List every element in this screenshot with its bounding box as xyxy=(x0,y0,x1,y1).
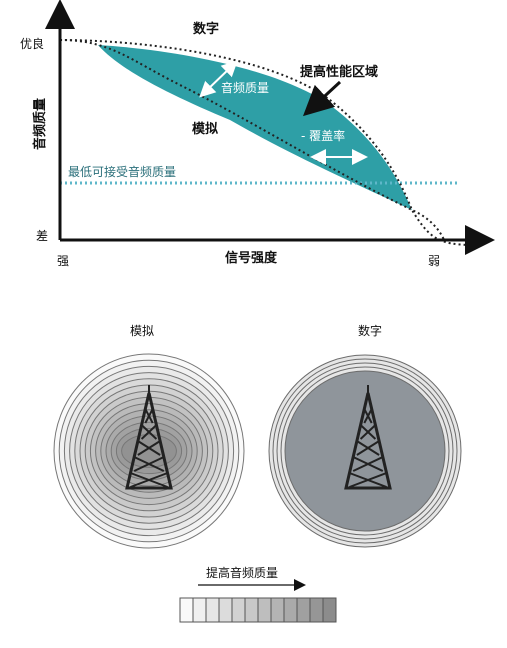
scale-step xyxy=(244,597,259,623)
digital-curve-label: 数字 xyxy=(193,21,219,37)
digital-tower-icon xyxy=(344,385,392,490)
tower-strut xyxy=(352,456,384,472)
tower-strut xyxy=(363,408,373,424)
scale-label: 提高音频质量 xyxy=(206,565,278,580)
tower-strut xyxy=(349,472,387,488)
audio-quality-arrow xyxy=(199,60,238,98)
x-axis-label: 信号强度 xyxy=(225,250,278,266)
region-label: 提高性能区域 xyxy=(300,64,378,80)
y-axis-label: 音频质量 xyxy=(32,98,48,150)
y-bottom-label: 差 xyxy=(36,229,48,243)
scale-step xyxy=(309,597,324,623)
tower-strut xyxy=(130,472,168,488)
y-top-label: 优良 xyxy=(20,36,44,51)
coverage-label: - 覆盖率 xyxy=(301,128,345,143)
scale-step xyxy=(322,597,337,623)
digital-coverage-title: 数字 xyxy=(358,323,382,338)
tower-strut xyxy=(359,424,377,440)
tower-strut xyxy=(133,456,165,472)
scale-step xyxy=(257,597,272,623)
scale-step xyxy=(270,597,285,623)
analog-coverage-ring xyxy=(121,434,177,468)
tower-strut xyxy=(144,408,154,424)
region-pointer-arrow xyxy=(302,80,342,117)
quality-scale-bar xyxy=(179,597,337,623)
tower-strut xyxy=(356,440,380,456)
digital-curve xyxy=(59,39,471,246)
x-left-label: 强 xyxy=(57,254,69,268)
scale-step xyxy=(192,597,207,623)
scale-step xyxy=(179,597,194,623)
analog-curve xyxy=(59,39,446,243)
analog-tower-icon xyxy=(125,385,173,490)
scale-step xyxy=(296,597,311,623)
scale-step xyxy=(205,597,220,623)
tower-frame xyxy=(125,392,173,490)
analog-coverage-title: 模拟 xyxy=(130,324,154,338)
tower-frame xyxy=(344,392,392,490)
scale-step xyxy=(283,597,298,623)
tower-strut xyxy=(140,424,158,440)
audio-quality-label: 音频质量 xyxy=(221,80,269,95)
x-right-label: 弱 xyxy=(428,254,440,268)
threshold-label: 最低可接受音频质量 xyxy=(68,164,176,179)
analog-coverage-circle xyxy=(53,353,245,549)
scale-step xyxy=(231,597,246,623)
analog-curve-label: 模拟 xyxy=(192,121,218,137)
scale-step xyxy=(218,597,233,623)
performance-region xyxy=(98,45,412,210)
tower-strut xyxy=(137,440,161,456)
